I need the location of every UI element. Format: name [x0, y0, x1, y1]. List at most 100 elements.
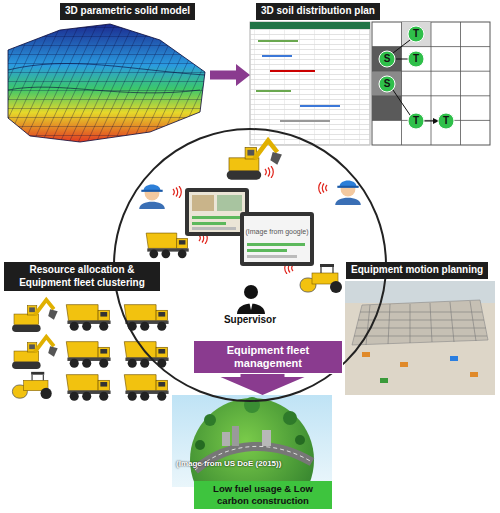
image-panel: 3D parametric solid model — [5, 2, 210, 148]
globe-image — [204, 414, 216, 426]
site-render — [400, 362, 408, 367]
process-box: Equipment fleet management — [193, 340, 343, 374]
fleet-image — [124, 375, 168, 401]
site-render — [345, 281, 495, 395]
globe-image — [190, 398, 314, 487]
fleet-image — [66, 375, 110, 401]
spreadsheet-image — [250, 29, 370, 145]
site-render — [354, 301, 487, 345]
supervisor-icon — [249, 301, 253, 310]
wireless-signal — [173, 166, 327, 274]
spreadsheet-image — [250, 29, 370, 145]
tablet — [192, 195, 214, 211]
tablet — [217, 195, 242, 211]
globe-image — [283, 411, 297, 425]
globe-image — [195, 440, 205, 450]
target-cell: T — [408, 51, 424, 67]
tablet — [247, 249, 287, 252]
site-equipment — [146, 233, 189, 258]
spreadsheet-image — [258, 40, 298, 42]
spreadsheet-image — [250, 22, 370, 29]
supervisor-icon — [244, 285, 258, 299]
globe-image — [262, 430, 271, 446]
tablet — [247, 243, 305, 246]
site-render — [362, 352, 370, 357]
tablet — [192, 227, 236, 230]
spreadsheet-image — [250, 22, 370, 145]
terrain-mesh — [8, 24, 205, 142]
flow-arrow — [221, 374, 305, 395]
tablet — [189, 192, 245, 232]
source-cell: S — [379, 76, 395, 92]
globe-image — [232, 426, 239, 446]
image-panel: Equipment motion planning — [344, 262, 496, 397]
fleet-image — [12, 300, 168, 401]
globe-image — [295, 435, 305, 445]
panel-title: 3D soil distribution plan — [256, 3, 380, 20]
site-equipment — [300, 264, 342, 293]
image-credit: (Image from google) — [244, 228, 310, 235]
fleet-image — [12, 337, 58, 369]
site-render — [470, 372, 478, 377]
tablet — [192, 216, 242, 219]
source-cell: S — [379, 51, 395, 67]
fleet-image — [124, 305, 168, 331]
fleet-image — [66, 342, 110, 368]
site-render — [450, 356, 458, 361]
tablet — [240, 212, 314, 266]
spreadsheet-image — [250, 22, 370, 145]
soil-grid — [379, 76, 395, 92]
target-cell: T — [438, 113, 454, 129]
soil-grid — [408, 113, 424, 129]
fleet-image — [124, 342, 168, 368]
spreadsheet-image — [256, 90, 291, 92]
fleet-image — [66, 305, 110, 331]
spreadsheet-image — [300, 105, 340, 107]
target-cell: T — [408, 113, 424, 129]
tablet — [185, 188, 314, 266]
tablet — [244, 216, 310, 262]
process-title: Equipment fleet management — [198, 344, 338, 370]
tablet — [185, 188, 249, 236]
outcome-box: Low fuel usage & Low carbon construction — [194, 481, 332, 509]
fleet-image — [12, 372, 51, 399]
soil-grid — [379, 51, 395, 67]
site-equipment — [227, 141, 282, 180]
flow-arrow — [210, 64, 250, 86]
fleet-image — [12, 300, 58, 332]
image-credit: (Image from US DoE (2015)) — [176, 459, 281, 468]
soil-grid — [372, 96, 402, 121]
panel-title: Equipment motion planning — [346, 262, 488, 279]
panel-title: 3D parametric solid model — [60, 3, 195, 20]
outcome-panel: Low fuel usage & Low carbon construction — [170, 395, 332, 512]
site-render — [380, 378, 388, 383]
site-equipment — [139, 141, 361, 293]
supervisor-icon — [237, 285, 265, 314]
globe-image — [222, 432, 230, 446]
spreadsheet-image — [280, 120, 330, 122]
site-equipment — [335, 180, 361, 205]
spreadsheet-image — [262, 55, 292, 57]
site-render — [345, 281, 495, 303]
role-label: Supervisor — [115, 314, 385, 325]
soil-grid — [372, 22, 490, 145]
site-equipment — [139, 184, 165, 209]
spreadsheet-image — [270, 70, 315, 72]
soil-grid — [372, 22, 490, 145]
image-panel: 3D soil distribution plan — [250, 2, 492, 148]
soil-grid — [372, 71, 402, 96]
target-cell: T — [408, 26, 424, 42]
wireless-signal — [173, 186, 181, 198]
wireless-signal — [319, 182, 327, 194]
soil-grid — [393, 40, 438, 121]
soil-grid — [408, 51, 424, 67]
soil-grid — [438, 113, 454, 129]
terrain-mesh — [8, 24, 205, 142]
soil-grid — [372, 22, 490, 145]
panel-title: Resource allocation & Equipment fleet cl… — [4, 262, 160, 291]
